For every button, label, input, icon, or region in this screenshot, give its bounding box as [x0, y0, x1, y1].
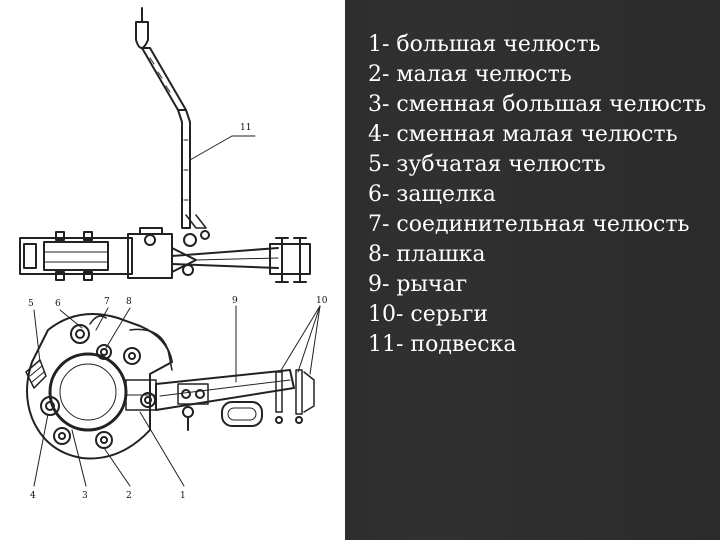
- legend-item: 10- серьги: [368, 302, 489, 327]
- parts-legend: 1- большая челюсть 2- малая челюсть 3- с…: [368, 30, 713, 360]
- tong-plan-view: [25, 313, 315, 460]
- leader-lines: [33, 305, 321, 487]
- legend-item: 6- защелка: [368, 182, 496, 207]
- suspension-arm: [135, 7, 256, 247]
- callout-3: 3: [82, 491, 88, 501]
- callout-8: 8: [126, 297, 132, 307]
- callout-6: 6: [55, 299, 61, 309]
- legend-item: 3- сменная большая челюсть: [368, 92, 707, 117]
- legend-item: 9- рычаг: [368, 272, 468, 297]
- callout-7: 7: [104, 297, 110, 307]
- callout-2: 2: [126, 491, 132, 501]
- legend-item: 8- плашка: [368, 242, 486, 267]
- legend-item: 7- соединительная челюсть: [368, 212, 690, 237]
- legend-item: 11- подвеска: [368, 332, 517, 357]
- callout-1: 1: [180, 491, 186, 501]
- legend-item: 1- большая челюсть: [368, 32, 601, 57]
- legend-item: 5- зубчатая челюсть: [368, 152, 606, 177]
- legend-item: 4- сменная малая челюсть: [368, 122, 678, 147]
- tong-drawing-svg: 11 5 6 7 8 9 10 4 3 2 1: [19, 7, 328, 501]
- callout-9: 9: [232, 296, 238, 306]
- tong-side-view: [19, 227, 311, 283]
- tong-drawing: 11 5 6 7 8 9 10 4 3 2 1: [0, 0, 345, 540]
- callout-10: 10: [316, 296, 328, 306]
- callout-5: 5: [28, 299, 34, 309]
- callout-11: 11: [240, 123, 251, 133]
- callout-4: 4: [30, 491, 36, 501]
- legend-item: 2- малая челюсть: [368, 62, 572, 87]
- callout-labels: 11 5 6 7 8 9 10 4 3 2 1: [28, 123, 328, 501]
